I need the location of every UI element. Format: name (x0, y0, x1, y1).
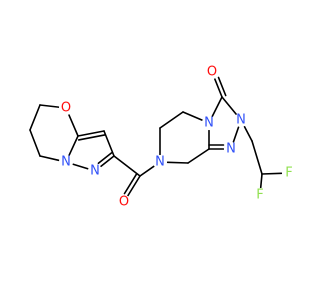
bond-layer (29, 76, 283, 197)
bond-N18-N19 (232, 126, 240, 143)
atom-label-F24: F (256, 188, 263, 203)
bond-C2-C3 (29, 104, 41, 131)
bond-double-C6-C7 (77, 134, 106, 141)
bond-C6-O1 (68, 114, 79, 137)
bond-C13-C14 (159, 111, 184, 129)
bond-C8-N9 (100, 155, 115, 168)
bond-N5-C6 (68, 135, 79, 156)
atom-label-O1: O (61, 101, 71, 116)
atom-label-O11: O (119, 195, 129, 210)
bond-C22-C23 (251, 140, 263, 175)
bond-double-C8-N9 (97, 152, 113, 165)
atom-label-N18: N (236, 113, 246, 128)
bond-C6-C7 (77, 130, 105, 137)
bond-N18-C22 (243, 125, 253, 142)
bond-double-C16-O17 (217, 76, 227, 97)
atom-bg-N12 (153, 155, 167, 169)
bond-double-C10-O11 (123, 173, 138, 195)
atom-label-N12: N (155, 155, 165, 170)
bond-C4-N5 (39, 155, 60, 162)
atom-label-N9: N (90, 164, 100, 179)
bond-N9-N5 (72, 163, 89, 170)
atom-label-N19: N (226, 142, 236, 157)
atom-bg-N18 (234, 113, 248, 127)
bond-C21-N12 (166, 161, 189, 164)
bond-C16-N18 (221, 96, 238, 116)
atom-bg-F23 (282, 166, 296, 180)
atom-bg-O17 (205, 65, 219, 79)
atom-bg-O11 (117, 195, 131, 209)
atom-bg-N19 (224, 142, 238, 156)
bond-C16-O17 (213, 78, 223, 98)
atom-label-O17: O (207, 65, 217, 80)
bond-C23-F24 (259, 173, 263, 189)
atom-bg-N5 (59, 155, 73, 169)
bond-C8-C10 (113, 155, 141, 177)
atom-label-F23: F (285, 166, 292, 181)
atom-label-N5: N (61, 155, 71, 170)
bond-C10-N12 (139, 165, 155, 177)
atom-label-N15: N (204, 116, 214, 131)
atom-bg-O1 (59, 101, 73, 115)
bond-O1-C2 (39, 104, 60, 108)
atom-bg-F24 (253, 188, 267, 202)
bond-N15-C16 (211, 96, 223, 118)
bond-C3-C4 (29, 129, 41, 157)
atom-bg-N9 (88, 164, 102, 178)
bond-C14-N15 (182, 111, 203, 121)
bond-C7-C8 (103, 130, 115, 157)
bond-C10-O11 (127, 175, 141, 197)
atom-bg-N15 (202, 116, 216, 130)
bond-C20-C21 (187, 148, 210, 164)
bond-C23-F23 (261, 172, 283, 175)
